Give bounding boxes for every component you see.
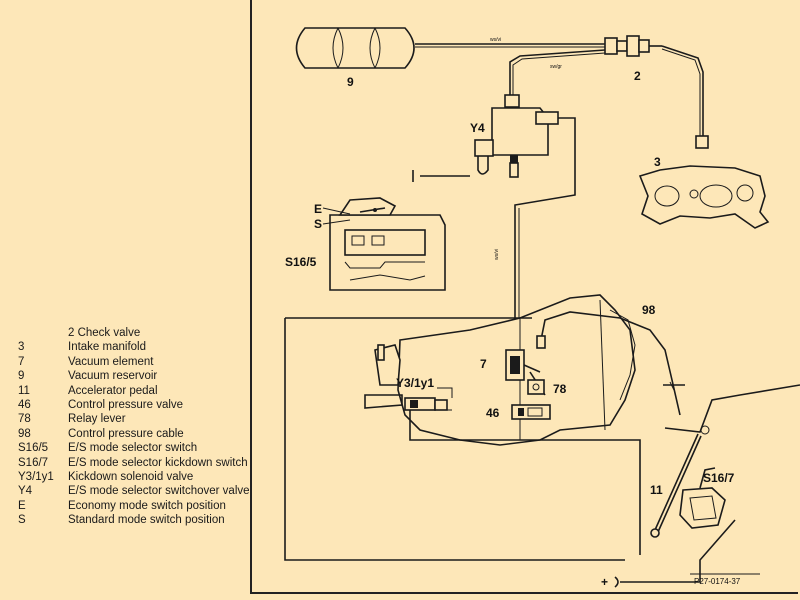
legend-row: 9 Vacuum reservoir	[18, 369, 250, 383]
vacuum-element	[505, 349, 541, 381]
legend-code: S16/5	[18, 442, 49, 455]
callout-3: 3	[654, 155, 661, 169]
accelerator-pedal	[650, 384, 800, 538]
legend-description: Control pressure valve	[68, 399, 184, 412]
wire-loop	[284, 318, 625, 561]
callout-46: 46	[486, 406, 500, 420]
callout-7: 7	[480, 357, 487, 371]
legend: 2 Check valve 3 Intake manifold 7 Vacuum ele…	[18, 326, 250, 528]
hose-sw-gr	[509, 49, 606, 100]
relay-lever	[527, 371, 546, 396]
legend-code: 7	[18, 355, 25, 368]
wire-label-second: sw/gr	[550, 64, 562, 70]
legend-description: Standard mode switch position	[68, 514, 225, 527]
wire-plus	[620, 519, 736, 583]
legend-description: Kickdown solenoid valve	[68, 471, 194, 484]
legend-code: Y4	[18, 485, 33, 498]
legend-code: 3	[18, 341, 25, 354]
legend-description: Accelerator pedal	[68, 384, 158, 397]
callout-plus: +	[601, 575, 608, 589]
callout-s: S	[314, 217, 322, 231]
legend-row: 2 Check valve	[18, 326, 250, 340]
kickdown-switch-s16-7	[679, 467, 726, 529]
legend-description: E/S mode selector switchover valve	[68, 485, 250, 498]
callout-78: 78	[553, 382, 567, 396]
legend-code: 78	[18, 413, 31, 426]
legend-code: 98	[18, 427, 31, 440]
legend-description: E/S mode selector switch	[68, 442, 198, 455]
hose-to-manifold	[661, 45, 704, 140]
legend-description: Economy mode switch position	[68, 499, 226, 512]
legend-row: 7 Vacuum element	[18, 355, 250, 369]
legend-row: E Economy mode switch position	[18, 499, 250, 513]
switchover-valve-y4	[412, 94, 576, 182]
control-pressure-cable	[539, 311, 681, 416]
legend-row: 98 Control pressure cable	[18, 427, 250, 441]
callout-9: 9	[347, 75, 354, 89]
legend-code: E	[18, 499, 26, 512]
legend-row: 3 Intake manifold	[18, 340, 250, 354]
legend-description: 2 Check valve	[68, 327, 141, 339]
callout-11: 11	[650, 483, 663, 497]
callout-98: 98	[642, 303, 656, 317]
wire-label-top: ws/vi	[490, 37, 501, 43]
intake-manifold	[638, 165, 770, 229]
callout-y3-1y1: Y3/1y1	[396, 376, 434, 390]
diagram-frame	[250, 0, 798, 594]
legend-description: E/S mode selector kickdown switch	[68, 456, 248, 469]
legend-row: 11 Accelerator pedal	[18, 384, 250, 398]
legend-row: Y3/1y1 Kickdown solenoid valve	[18, 470, 250, 484]
callout-s16-7: S16/7	[703, 471, 735, 485]
legend-row: S16/5 E/S mode selector switch	[18, 441, 250, 455]
legend-row: 46 Control pressure valve	[18, 398, 250, 412]
hose-vertical	[514, 165, 576, 350]
wire-label-vertical: ws/vi	[494, 249, 500, 260]
legend-code: S16/7	[18, 456, 49, 469]
legend-row: S16/7 E/S mode selector kickdown switch	[18, 456, 250, 470]
legend-row: Y4 E/S mode selector switchover valve	[18, 484, 250, 498]
legend-description: Relay lever	[68, 413, 126, 426]
legend-description: Intake manifold	[68, 341, 146, 354]
legend-row: 78 Relay lever	[18, 412, 250, 426]
mode-selector-s16-5	[329, 197, 446, 291]
callout-y4: Y4	[470, 121, 485, 135]
legend-row: S Standard mode switch position	[18, 513, 250, 527]
legend-code: 46	[18, 399, 31, 412]
wire-kickdown	[409, 410, 641, 555]
callout-2: 2	[634, 69, 641, 83]
legend-code: Y3/1y1	[18, 471, 54, 484]
callout-e: E	[314, 202, 322, 216]
vacuum-reservoir	[295, 27, 415, 69]
check-valve	[604, 35, 662, 57]
kickdown-solenoid-valve	[404, 387, 453, 411]
legend-code: 9	[18, 370, 25, 383]
control-pressure-valve	[511, 404, 551, 420]
legend-description: Control pressure cable	[68, 427, 184, 440]
legend-description: Vacuum reservoir	[68, 370, 158, 383]
legend-code: S	[18, 514, 26, 527]
legend-code: 11	[18, 384, 30, 397]
figure-code: P27-0174-37	[694, 577, 741, 586]
legend-description: Vacuum element	[68, 355, 154, 368]
callout-s16-5: S16/5	[285, 255, 317, 269]
